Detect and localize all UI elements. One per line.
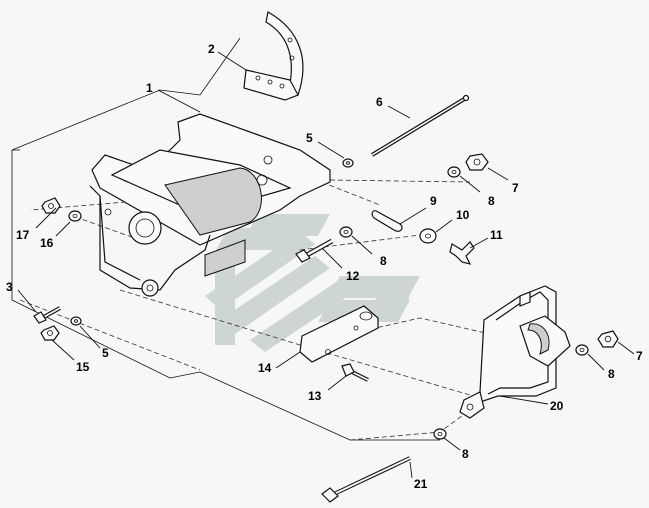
part-11-wing-nut xyxy=(449,241,475,265)
callout-labels: 2 1 6 5 7 8 9 10 11 8 12 17 16 3 5 15 14… xyxy=(6,42,643,491)
label-20: 20 xyxy=(550,399,564,413)
washer-10 xyxy=(419,228,437,244)
label-8-right: 8 xyxy=(608,367,615,381)
part-6-rod xyxy=(370,94,470,157)
label-3: 3 xyxy=(6,280,13,294)
label-10: 10 xyxy=(456,208,470,222)
washer-5-top xyxy=(342,158,354,168)
nut-15 xyxy=(40,325,60,341)
label-5-left: 5 xyxy=(102,346,109,360)
label-12: 12 xyxy=(346,269,360,283)
label-13: 13 xyxy=(308,389,322,403)
washer-8-bottom xyxy=(433,428,447,440)
label-21: 21 xyxy=(414,477,428,491)
label-5-top: 5 xyxy=(306,131,313,145)
label-16: 16 xyxy=(40,236,54,250)
label-11: 11 xyxy=(490,228,503,242)
label-9: 9 xyxy=(430,194,437,208)
label-14: 14 xyxy=(258,361,272,375)
part-12-bolt xyxy=(295,238,334,263)
label-7-right: 7 xyxy=(636,349,643,363)
part-20-bracket xyxy=(459,285,571,419)
part-21-long-bolt xyxy=(321,456,411,503)
label-15: 15 xyxy=(76,360,90,374)
label-7-top: 7 xyxy=(512,181,519,195)
leader-lines xyxy=(17,51,635,479)
label-17: 17 xyxy=(16,228,30,242)
label-2: 2 xyxy=(208,42,215,56)
part-2-curved-bracket xyxy=(243,11,304,101)
label-8-bottom: 8 xyxy=(462,447,469,461)
washer-16 xyxy=(68,210,82,222)
washer-8-top xyxy=(447,166,461,178)
label-6: 6 xyxy=(376,95,383,109)
label-8-mid: 8 xyxy=(380,254,387,268)
nut-7-right xyxy=(597,330,619,348)
nut-17 xyxy=(41,197,61,214)
part-3-bolt xyxy=(33,306,61,324)
washer-5-left xyxy=(70,316,82,326)
label-8-top: 8 xyxy=(488,194,495,208)
nut-7-top xyxy=(465,153,489,171)
washer-8-right xyxy=(575,344,589,356)
part-13-bolt xyxy=(341,363,369,382)
washer-8-mid xyxy=(339,226,353,238)
label-1: 1 xyxy=(146,81,153,95)
part-9-link xyxy=(371,210,403,232)
part-1-main-frame xyxy=(89,113,331,297)
